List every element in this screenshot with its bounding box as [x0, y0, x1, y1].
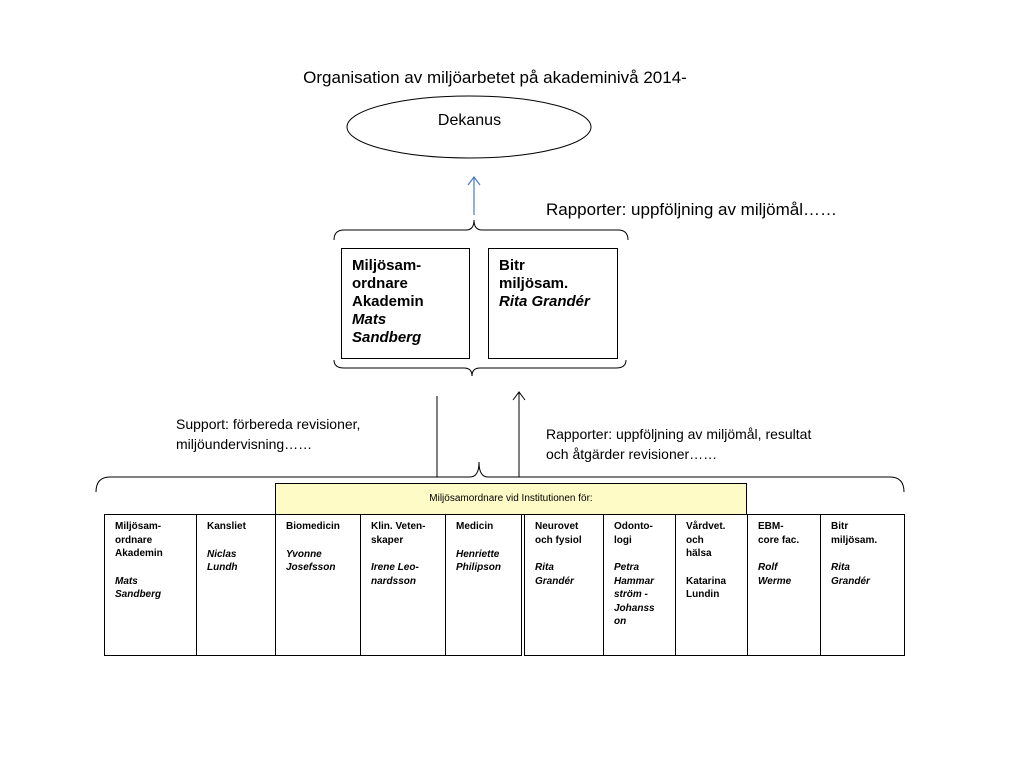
- unit-name: Odonto- logi: [614, 521, 653, 546]
- unit-cell: EBM- core fac. Rolf Werme: [747, 514, 821, 656]
- unit-person: Niclas Lundh: [207, 548, 238, 574]
- unit-person: Yvonne Josefsson: [286, 548, 336, 574]
- unit-person: Katarina Lundin: [686, 575, 727, 601]
- assistant-coordinator-name: Rita Grandér: [499, 293, 590, 310]
- top-brace-lower: [333, 359, 627, 377]
- institution-brace: [95, 461, 905, 493]
- institution-banner: Miljösamordnare vid Institutionen för:: [275, 483, 747, 515]
- academy-coordinator-title-3: Akademin: [352, 293, 424, 310]
- assistant-coordinator-box: Bitr miljösam. Rita Grandér: [488, 248, 618, 359]
- unit-cell: Klin. Veten- skaper Irene Leo- nardsson: [360, 514, 446, 656]
- unit-name: Biomedicin: [286, 521, 340, 532]
- support-label-line-1: Support: förbereda revisioner,: [176, 416, 361, 432]
- unit-person: Rita Grandér: [535, 562, 574, 587]
- academy-coordinator-title-1: Miljösam-: [352, 257, 422, 274]
- unit-name: Bitr miljösam.: [831, 521, 878, 546]
- unit-cell: Neurovet och fysiol Rita Grandér: [524, 514, 604, 656]
- unit-cell: Odonto- logi Petra Hammar ström - Johans…: [603, 514, 676, 656]
- report-mid-label: Rapporter: uppföljning av miljömål, resu…: [546, 424, 811, 464]
- unit-cell: Biomedicin Yvonne Josefsson: [275, 514, 361, 656]
- unit-person: Henriette Philipson: [456, 548, 501, 574]
- unit-name: EBM- core fac.: [758, 521, 800, 546]
- dekanus-label: Dekanus: [437, 112, 502, 129]
- page-title: Organisation av miljöarbetet på akademin…: [303, 68, 687, 87]
- academy-coordinator-box: Miljösam- ordnare Akademin Mats Sandberg: [341, 248, 470, 359]
- assistant-coordinator-title-1: Bitr: [499, 257, 525, 274]
- unit-name: Vårdvet. och hälsa: [686, 521, 726, 559]
- unit-person: Irene Leo- nardsson: [371, 562, 419, 587]
- unit-person: Mats Sandberg: [115, 575, 162, 601]
- unit-cell: Vårdvet. och hälsa Katarina Lundin: [675, 514, 748, 656]
- report-arrow-top-head: [467, 176, 481, 186]
- unit-cell: Miljösam- ordnare Akademin Mats Sandberg: [104, 514, 197, 656]
- unit-name: Miljösam- ordnare Akademin: [115, 521, 163, 559]
- academy-coordinator-title-2: ordnare: [352, 275, 408, 292]
- unit-cell: Medicin Henriette Philipson: [445, 514, 522, 656]
- unit-name: Klin. Veten- skaper: [371, 521, 426, 546]
- unit-name: Medicin: [456, 521, 494, 532]
- unit-cell: Kansliet Niclas Lundh: [196, 514, 276, 656]
- support-label: Support: förbereda revisioner, miljöunde…: [176, 414, 360, 454]
- academy-coordinator-name-1: Mats: [352, 311, 387, 328]
- report-mid-label-line-2: och åtgärder revisioner……: [546, 446, 718, 462]
- top-brace-upper: [333, 219, 629, 241]
- unit-name: Kansliet: [207, 521, 246, 532]
- unit-person: Rolf Werme: [758, 562, 792, 587]
- unit-person: Petra Hammar ström - Johanss on: [614, 562, 655, 627]
- dekanus-ellipse: [346, 95, 592, 159]
- report-top-label: Rapporter: uppföljning av miljömål……: [546, 200, 838, 219]
- unit-cell: Bitr miljösam. Rita Grandér: [820, 514, 905, 656]
- report-mid-label-line-1: Rapporter: uppföljning av miljömål, resu…: [546, 426, 812, 442]
- academy-coordinator-name-2: Sandberg: [352, 329, 422, 346]
- unit-name: Neurovet och fysiol: [535, 521, 582, 546]
- support-label-line-2: miljöundervisning……: [176, 436, 313, 452]
- assistant-coordinator-title-2: miljösam.: [499, 275, 569, 292]
- report-arrow-mid-head: [512, 391, 526, 401]
- unit-person: Rita Grandér: [831, 562, 870, 587]
